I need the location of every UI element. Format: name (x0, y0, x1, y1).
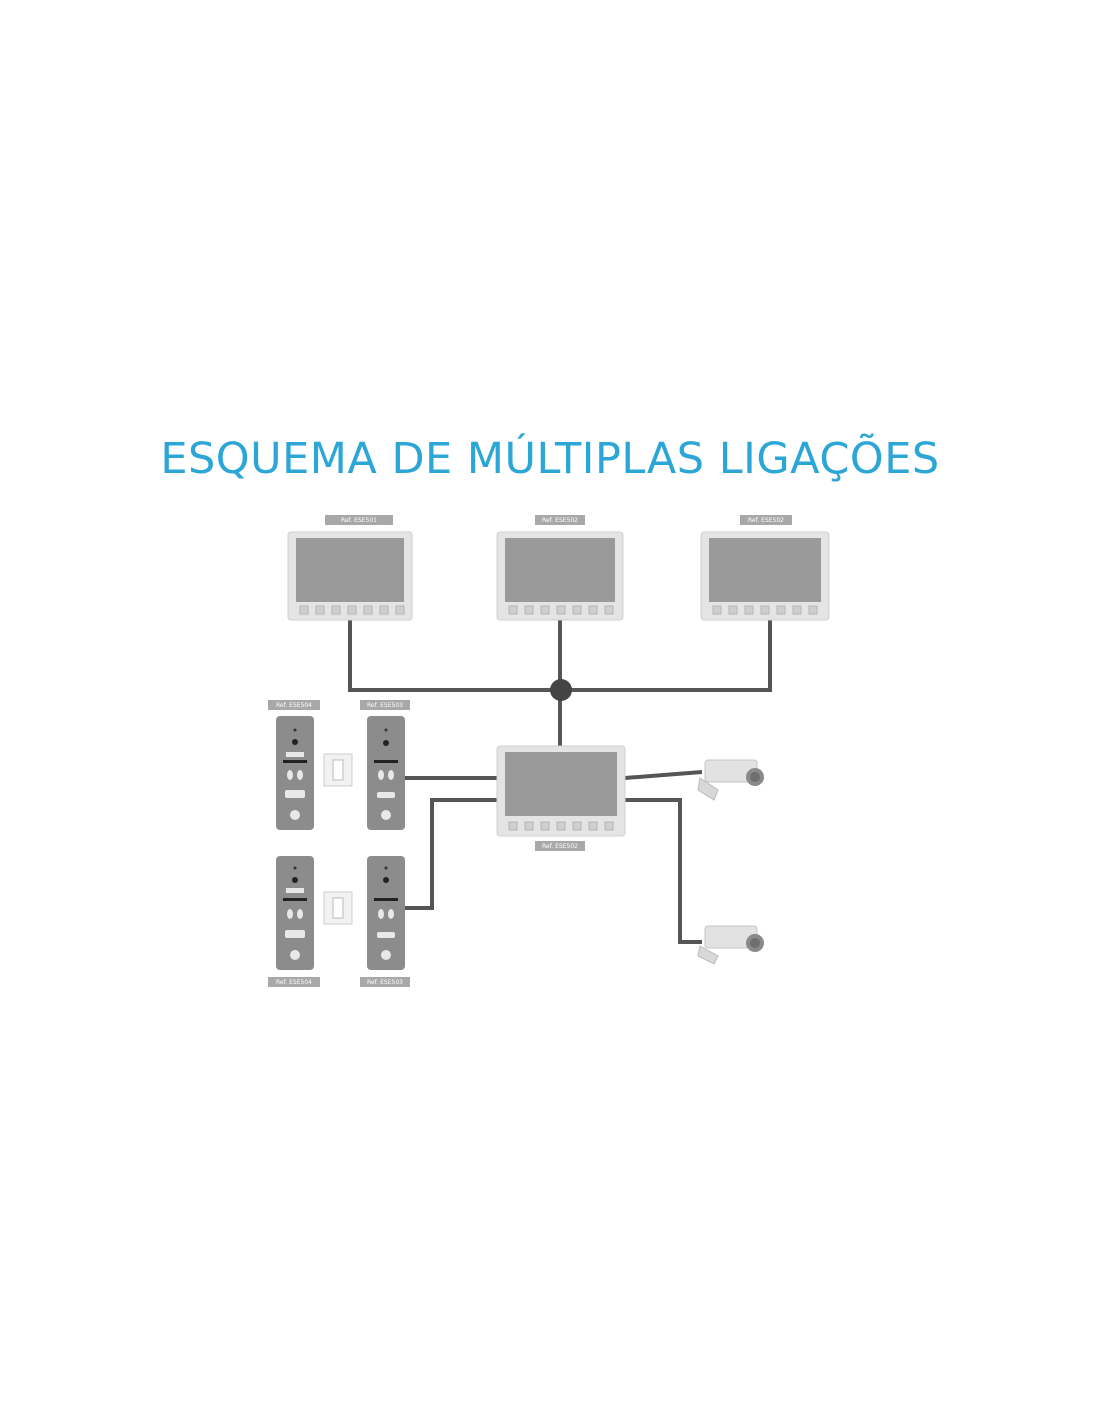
wire-monitor-1 (348, 620, 560, 692)
door-top-right-ref: Ref. ESE503 (367, 702, 403, 709)
monitor-ref-label (535, 841, 585, 851)
door-station-bottom-left: Ref. ESE504 (268, 856, 320, 987)
door-bottom-left-ref: Ref. ESE504 (276, 979, 312, 986)
monitor-3-ref: Ref. ESE502 (748, 517, 784, 524)
monitor-screen (505, 538, 615, 602)
cctv-camera-icon (697, 925, 764, 965)
door-station-top-left: Ref. ESE504 (268, 700, 320, 830)
monitor-2-ref: Ref. ESE502 (542, 517, 578, 524)
wire-camera-top (624, 770, 703, 780)
monitor-buttons (508, 605, 614, 615)
wire-monitor-3 (560, 620, 772, 692)
monitor-1-ref: Ref. ESE501 (341, 517, 377, 524)
wire-door-bottom-right (405, 798, 497, 910)
door-ref-label (360, 977, 410, 987)
monitor-main-ref: Ref. ESE502 (542, 843, 578, 850)
door-station-top-right: Ref. ESE503 (360, 700, 410, 830)
door-top-left-ref: Ref. ESE504 (276, 702, 312, 709)
monitor-main: Ref. ESE502 (496, 745, 626, 851)
monitor-screen (505, 752, 617, 816)
door-panel (367, 716, 405, 830)
wire-camera-bottom (625, 798, 702, 944)
monitor-buttons (299, 605, 405, 615)
switch-box-bottom (323, 891, 353, 925)
door-ref-label (268, 700, 320, 710)
door-ref-label (268, 977, 320, 987)
door-panel (367, 856, 405, 970)
monitor-ref-label (740, 515, 792, 525)
cctv-camera-icon (697, 759, 764, 801)
door-station-bottom-right: Ref. ESE503 (360, 856, 410, 987)
monitor-buttons (508, 821, 614, 831)
monitor-ref-label (535, 515, 585, 525)
monitor-2: Ref. ESE502 (496, 515, 624, 621)
monitor-buttons (712, 605, 818, 615)
monitor-ref-label (325, 515, 393, 525)
monitor-screen (709, 538, 821, 602)
diagram-title: ESQUEMA DE MÚLTIPLAS LIGAÇÕES (160, 434, 940, 484)
door-bottom-right-ref: Ref. ESE503 (367, 979, 403, 986)
door-panel (276, 716, 314, 830)
monitor-1: Ref. ESE501 (287, 515, 413, 621)
door-ref-label (360, 700, 410, 710)
door-panel (276, 856, 314, 970)
monitor-screen (296, 538, 404, 602)
switch-box-top (323, 753, 353, 787)
monitor-3: Ref. ESE502 (700, 515, 830, 621)
wires (348, 620, 772, 944)
junction-node-icon (550, 679, 572, 701)
